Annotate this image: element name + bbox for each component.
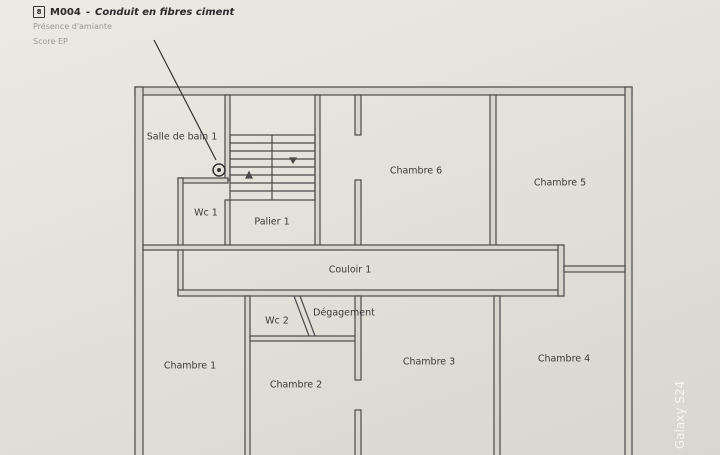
sample-code: M004 xyxy=(50,6,81,18)
room-chambre3: Chambre 3 xyxy=(402,356,456,368)
room-chambre4: Chambre 4 xyxy=(537,353,591,365)
sample-title: Conduit en fibres ciment xyxy=(94,6,235,18)
room-chambre5: Chambre 5 xyxy=(533,177,587,189)
sample-header: 8 M004- Conduit en fibres ciment xyxy=(33,6,234,18)
room-salle-de-bain-1: Salle de bain 1 xyxy=(146,131,218,143)
asbestos-marker-icon[interactable] xyxy=(153,39,226,177)
room-palier1: Palier 1 xyxy=(254,216,290,228)
room-couloir1: Couloir 1 xyxy=(328,264,372,276)
sample-badge: 8 xyxy=(33,6,45,18)
asbestos-presence: Présence d'amiante xyxy=(33,22,112,31)
room-chambre2: Chambre 2 xyxy=(269,379,323,391)
room-chambre1: Chambre 1 xyxy=(163,360,217,372)
room-wc2: Wc 2 xyxy=(265,315,289,327)
room-degagement: Dégagement xyxy=(313,307,375,319)
walls xyxy=(134,86,633,455)
camera-watermark: Galaxy S24 xyxy=(673,380,687,450)
score-ep: Score EP xyxy=(33,37,68,46)
room-wc1: Wc 1 xyxy=(194,207,218,219)
stairs xyxy=(229,134,316,337)
room-chambre6: Chambre 6 xyxy=(389,165,443,177)
